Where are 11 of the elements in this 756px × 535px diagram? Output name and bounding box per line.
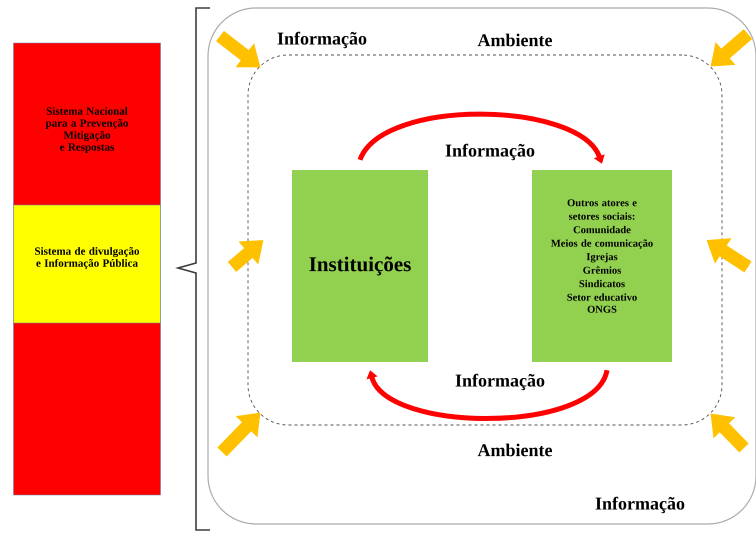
curved-arrow [366,369,610,421]
area-label: Ambiente [478,444,552,456]
area-label: Ambiente [478,34,552,46]
edge-label: Informação [444,142,536,162]
dashed-boundary [248,54,722,426]
area-label: Informação [596,496,684,514]
edge-label: Informação [454,372,546,392]
area-label: Informação [278,32,366,48]
actor-box: Outros atores e setores sociais: Comunidade Meios de comunicação Igrejas Grêmios Sindicatos Setor educativo ONGS [532,170,672,362]
actor-box: Instituições [292,170,428,362]
system-band: Sistema de divulgação e Informação Pública [13,204,161,324]
